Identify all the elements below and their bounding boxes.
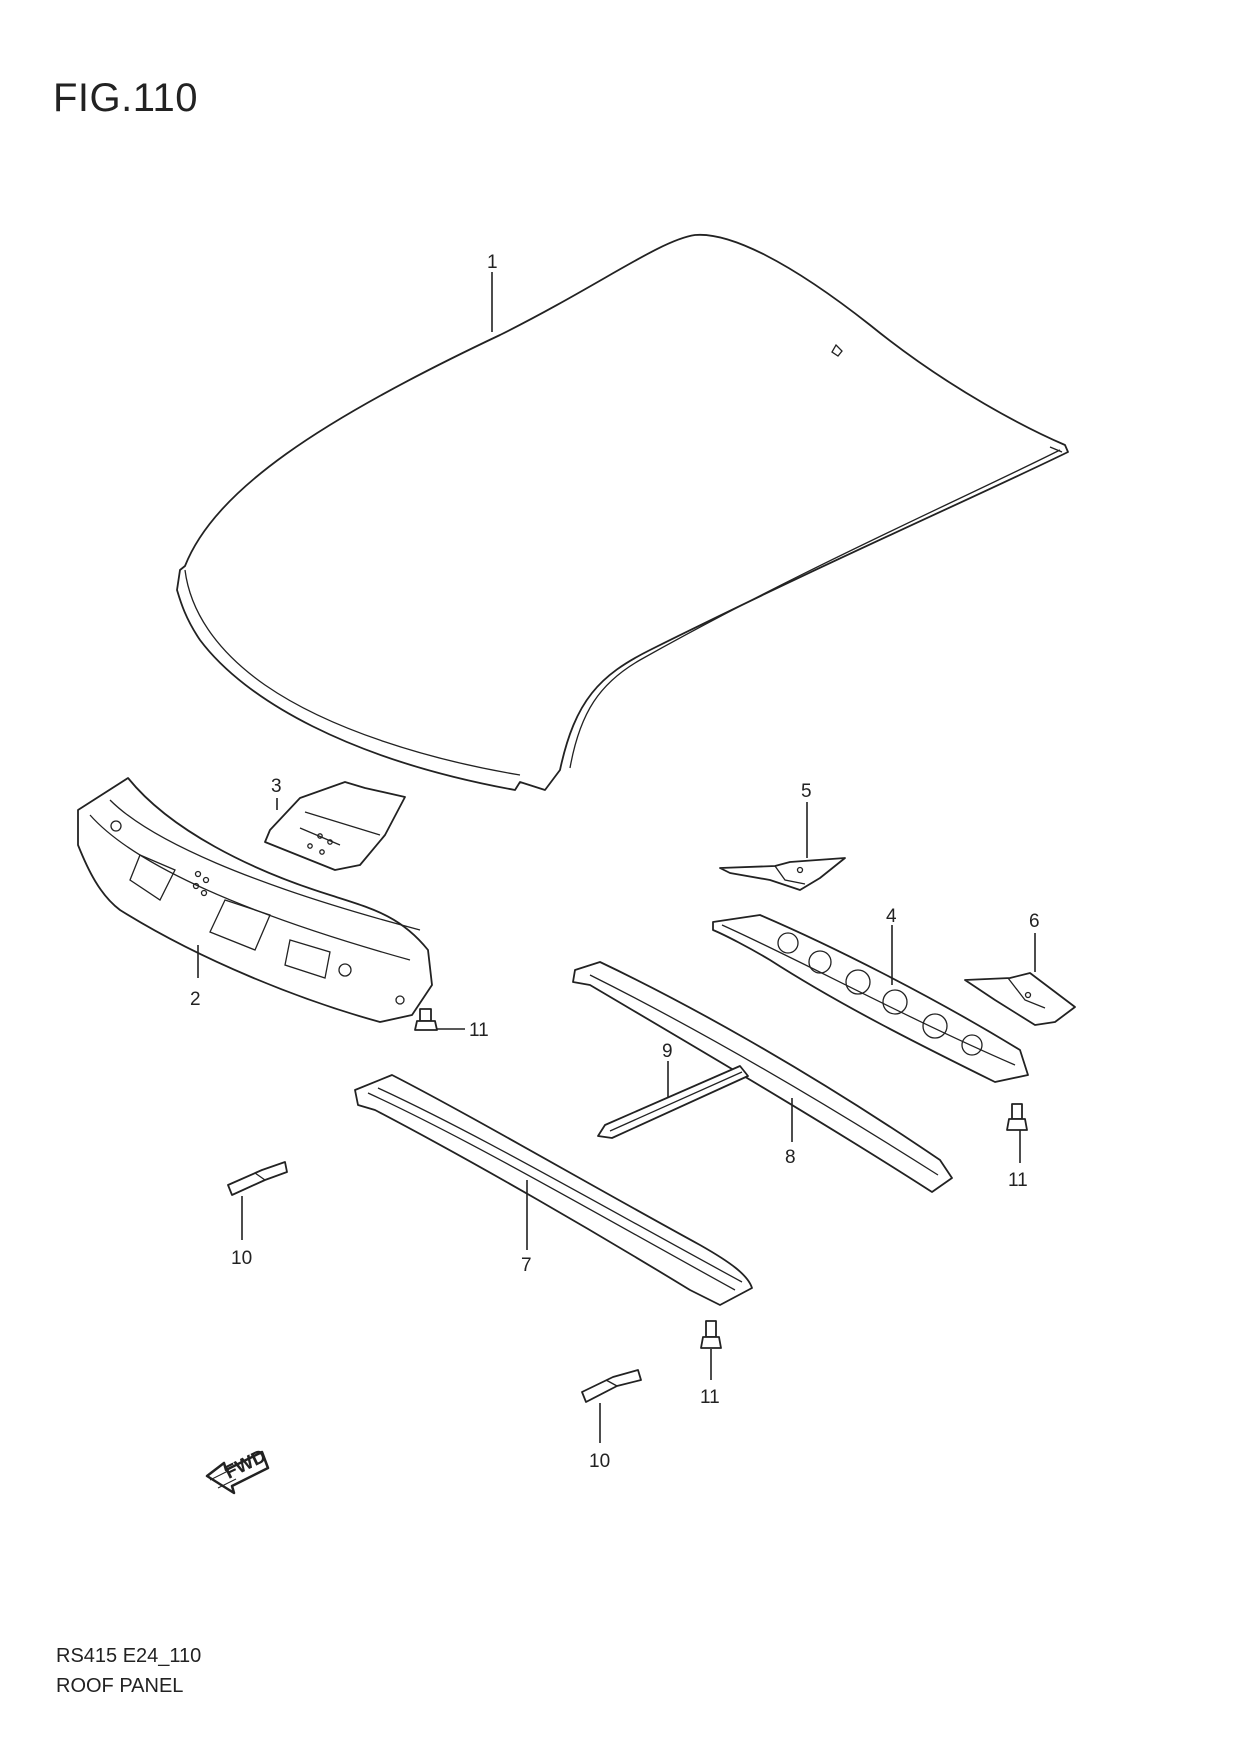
part-bracket-6	[964, 972, 1076, 1026]
figure-title: FIG.110	[53, 76, 199, 120]
callout-11-c: 11	[700, 1387, 720, 1408]
part-front-roof-rail	[77, 777, 433, 1023]
callout-11-b: 11	[1008, 1170, 1028, 1191]
callout-4: 4	[886, 906, 897, 927]
part-clip-10-a	[227, 1161, 288, 1196]
part-bracket-5	[719, 857, 846, 891]
footer-name: ROOF PANEL	[56, 1675, 184, 1697]
callout-10-a: 10	[231, 1248, 252, 1269]
callout-8: 8	[785, 1147, 796, 1168]
part-bolt-11-a	[414, 1008, 438, 1031]
callout-3: 3	[271, 776, 282, 797]
footer-code: RS415 E24_110	[56, 1645, 202, 1667]
part-bracket-3	[264, 781, 406, 871]
part-bolt-11-b	[1006, 1103, 1028, 1131]
callout-10-b: 10	[589, 1451, 610, 1472]
fwd-arrow-icon: FWD	[205, 1446, 270, 1495]
callout-2: 2	[190, 989, 201, 1010]
callout-7: 7	[521, 1255, 532, 1276]
part-roof-bow-4	[712, 914, 1029, 1083]
part-roof-bow-8	[572, 961, 953, 1193]
part-strip-9	[597, 1065, 749, 1139]
part-bolt-11-c	[700, 1320, 722, 1349]
part-clip-10-b	[581, 1369, 642, 1403]
part-roof-bow-7	[354, 1074, 753, 1306]
callout-11-a: 11	[469, 1020, 489, 1041]
callout-1: 1	[487, 252, 498, 273]
part-roof-panel	[176, 233, 1069, 791]
callout-5: 5	[801, 781, 812, 802]
callout-6: 6	[1029, 911, 1040, 932]
callout-9: 9	[662, 1041, 673, 1062]
leader-lines	[197, 272, 1036, 1443]
